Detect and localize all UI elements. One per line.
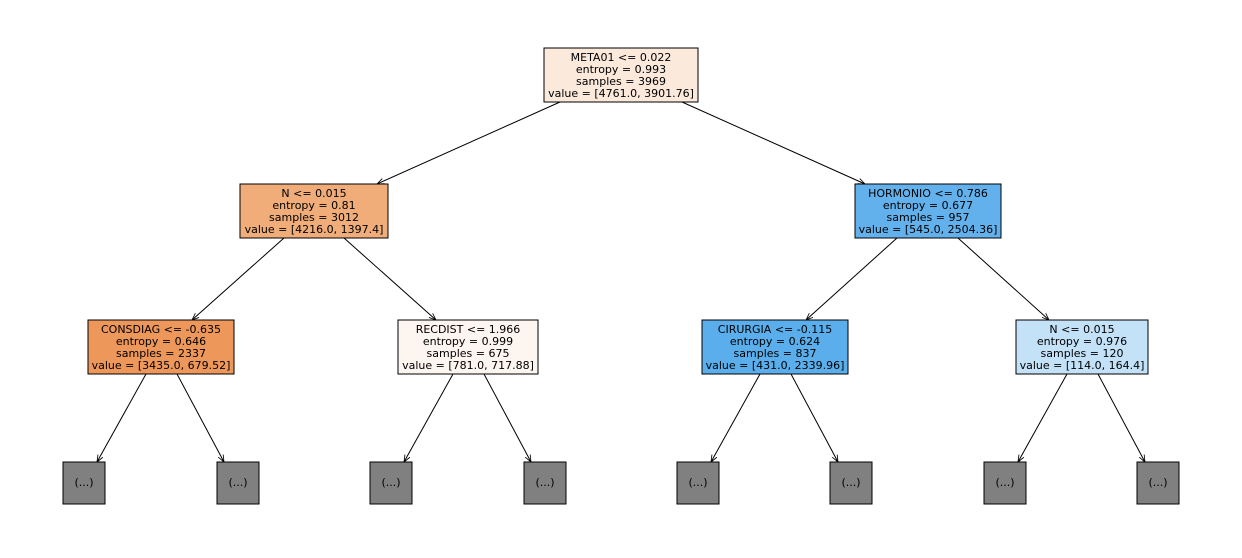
tree-node-n-right: N <= 0.015 entropy = 0.976 samples = 120… [1015, 319, 1149, 375]
truncated-leaf-box [1136, 461, 1180, 505]
node-split-label: CIRURGIA <= -0.115 [718, 323, 832, 336]
node-samples: samples = 3969 [576, 75, 666, 88]
truncated-leaf: (...) [1136, 461, 1180, 505]
edge-recdist-right [483, 373, 531, 462]
truncated-leaf: (...) [523, 461, 567, 505]
tree-node-recdist: RECDIST <= 1.966 entropy = 0.999 samples… [397, 319, 539, 375]
node-value: value = [4216.0, 1397.4] [245, 223, 384, 236]
node-entropy: entropy = 0.993 [576, 63, 666, 76]
edge-hormonio-n-right [957, 237, 1049, 320]
edge-recdist-left [404, 373, 454, 462]
truncated-label: (...) [841, 476, 860, 489]
node-value: value = [545.0, 2504.36] [859, 223, 998, 236]
edge-root-n-left [377, 101, 561, 184]
node-samples: samples = 2337 [116, 347, 206, 360]
node-entropy: entropy = 0.81 [272, 199, 355, 212]
edge-hormonio-cirurgia [806, 237, 898, 320]
edge-n-right-right [1097, 373, 1145, 462]
node-samples: samples = 3012 [269, 211, 359, 224]
edge-cirurgia-right [790, 373, 838, 462]
truncated-leaf-box [369, 461, 413, 505]
truncated-leaf: (...) [369, 461, 413, 505]
truncated-leaf: (...) [983, 461, 1027, 505]
node-samples: samples = 837 [734, 347, 817, 360]
node-value: value = [431.0, 2339.96] [706, 359, 845, 372]
node-split-label: HORMONIO <= 0.786 [868, 187, 988, 200]
node-box [87, 319, 235, 375]
truncated-label: (...) [228, 476, 247, 489]
tree-node-cirurgia: CIRURGIA <= -0.115 entropy = 0.624 sampl… [701, 319, 849, 375]
edge-n-left-recdist [343, 237, 436, 320]
edge-n-right-left [1018, 373, 1068, 462]
truncated-label: (...) [995, 476, 1014, 489]
node-split-label: RECDIST <= 1.966 [416, 323, 521, 336]
truncated-leaf-box [983, 461, 1027, 505]
edge-cirurgia-left [711, 373, 761, 462]
truncated-leaf: (...) [216, 461, 260, 505]
truncated-leaves: (...) (...) (...) (...) (...) (...) (...… [62, 461, 1180, 505]
tree-node-consdiag: CONSDIAG <= -0.635 entropy = 0.646 sampl… [87, 319, 235, 375]
edge-n-left-consdiag [192, 237, 285, 320]
node-box [543, 47, 699, 103]
truncated-leaf: (...) [676, 461, 720, 505]
truncated-label: (...) [74, 476, 93, 489]
node-value: value = [114.0, 164.4] [1020, 359, 1145, 372]
node-value: value = [781.0, 717.88] [402, 359, 534, 372]
node-box [239, 183, 389, 239]
edge-consdiag-left [97, 373, 147, 462]
node-box [397, 319, 539, 375]
edge-root-hormonio [681, 101, 865, 184]
truncated-leaf-box [216, 461, 260, 505]
node-value: value = [3435.0, 679.52] [92, 359, 231, 372]
node-entropy: entropy = 0.624 [730, 335, 820, 348]
truncated-label: (...) [1148, 476, 1167, 489]
node-box [701, 319, 849, 375]
tree-node-n-left: N <= 0.015 entropy = 0.81 samples = 3012… [239, 183, 389, 239]
node-split-label: CONSDIAG <= -0.635 [101, 323, 221, 336]
truncated-leaf: (...) [829, 461, 873, 505]
truncated-label: (...) [535, 476, 554, 489]
truncated-leaf-box [676, 461, 720, 505]
truncated-leaf-box [523, 461, 567, 505]
node-split-label: N <= 0.015 [1049, 323, 1114, 336]
tree-edges [97, 101, 1145, 462]
node-box [854, 183, 1002, 239]
node-samples: samples = 120 [1041, 347, 1124, 360]
edge-consdiag-right [176, 373, 224, 462]
node-entropy: entropy = 0.646 [116, 335, 206, 348]
node-entropy: entropy = 0.976 [1037, 335, 1127, 348]
tree-node-hormonio: HORMONIO <= 0.786 entropy = 0.677 sample… [854, 183, 1002, 239]
node-box [1015, 319, 1149, 375]
node-entropy: entropy = 0.677 [883, 199, 973, 212]
node-samples: samples = 675 [427, 347, 510, 360]
node-split-label: META01 <= 0.022 [571, 51, 672, 64]
tree-node-root: META01 <= 0.022 entropy = 0.993 samples … [543, 47, 699, 103]
truncated-leaf-box [829, 461, 873, 505]
truncated-label: (...) [381, 476, 400, 489]
node-value: value = [4761.0, 3901.76] [548, 87, 694, 100]
truncated-leaf: (...) [62, 461, 106, 505]
truncated-leaf-box [62, 461, 106, 505]
node-entropy: entropy = 0.999 [423, 335, 513, 348]
truncated-label: (...) [688, 476, 707, 489]
node-split-label: N <= 0.015 [281, 187, 346, 200]
node-samples: samples = 957 [887, 211, 970, 224]
